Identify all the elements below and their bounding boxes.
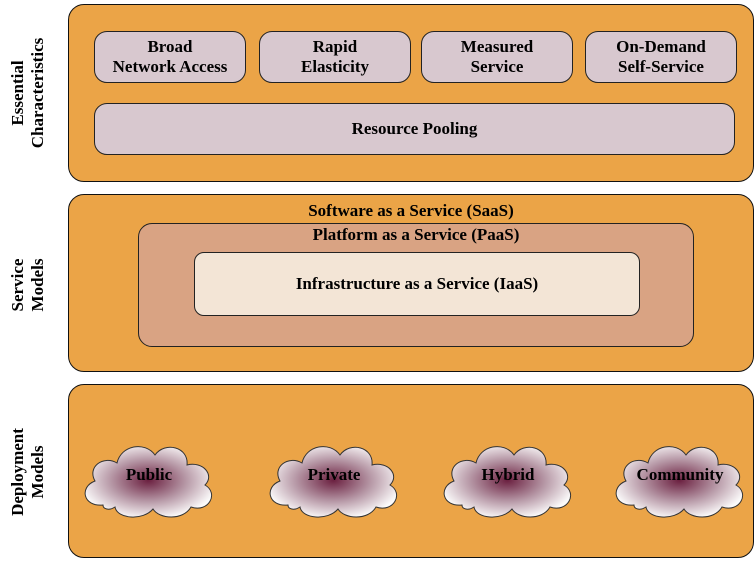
label-line: Characteristics: [28, 37, 47, 149]
saas-title: Software as a Service (SaaS): [308, 201, 514, 220]
deployment-models-label: Deployment Models: [8, 382, 48, 562]
label-line: Service: [8, 258, 27, 312]
cloud-public: Public: [69, 427, 229, 527]
box-line: On-Demand: [616, 37, 706, 56]
cloud-private: Private: [254, 427, 414, 527]
iaas-box: Infrastructure as a Service (IaaS): [194, 252, 640, 316]
label-line: Models: [28, 258, 47, 312]
essential-characteristics-band: Broad Network Access Rapid Elasticity Me…: [68, 4, 754, 182]
iaas-title: Infrastructure as a Service (IaaS): [295, 274, 539, 293]
box-line: Elasticity: [301, 57, 369, 76]
paas-box: Platform as a Service (PaaS) Infrastruct…: [138, 223, 694, 347]
box-line: Rapid: [312, 37, 358, 56]
paas-title: Platform as a Service (PaaS): [312, 225, 520, 244]
on-demand-self-service-box: On-Demand Self-Service: [585, 31, 737, 83]
measured-service-box: Measured Service: [421, 31, 573, 83]
deployment-models-band: Public Private Hybrid Community: [68, 384, 754, 558]
box-line: Self-Service: [618, 57, 704, 76]
label-line: Essential: [8, 60, 27, 126]
cloud-label: Hybrid: [481, 465, 535, 484]
essential-characteristics-label: Essential Characteristics: [8, 3, 48, 183]
label-line: Deployment: [8, 428, 27, 516]
resource-pooling-box: Resource Pooling: [94, 103, 735, 155]
cloud-community: Community: [600, 427, 755, 527]
service-models-label: Service Models: [8, 195, 48, 375]
cloud-label: Public: [125, 465, 173, 484]
box-line: Broad: [147, 37, 193, 56]
box-line: Resource Pooling: [351, 119, 478, 138]
cloud-label: Community: [636, 465, 724, 484]
broad-network-access-box: Broad Network Access: [94, 31, 246, 83]
label-line: Models: [28, 445, 47, 499]
cloud-hybrid: Hybrid: [428, 427, 588, 527]
rapid-elasticity-box: Rapid Elasticity: [259, 31, 411, 83]
box-line: Measured: [460, 37, 534, 56]
service-models-band: Software as a Service (SaaS) Platform as…: [68, 194, 754, 372]
box-line: Network Access: [112, 57, 228, 76]
cloud-label: Private: [307, 465, 361, 484]
box-line: Service: [470, 57, 524, 76]
